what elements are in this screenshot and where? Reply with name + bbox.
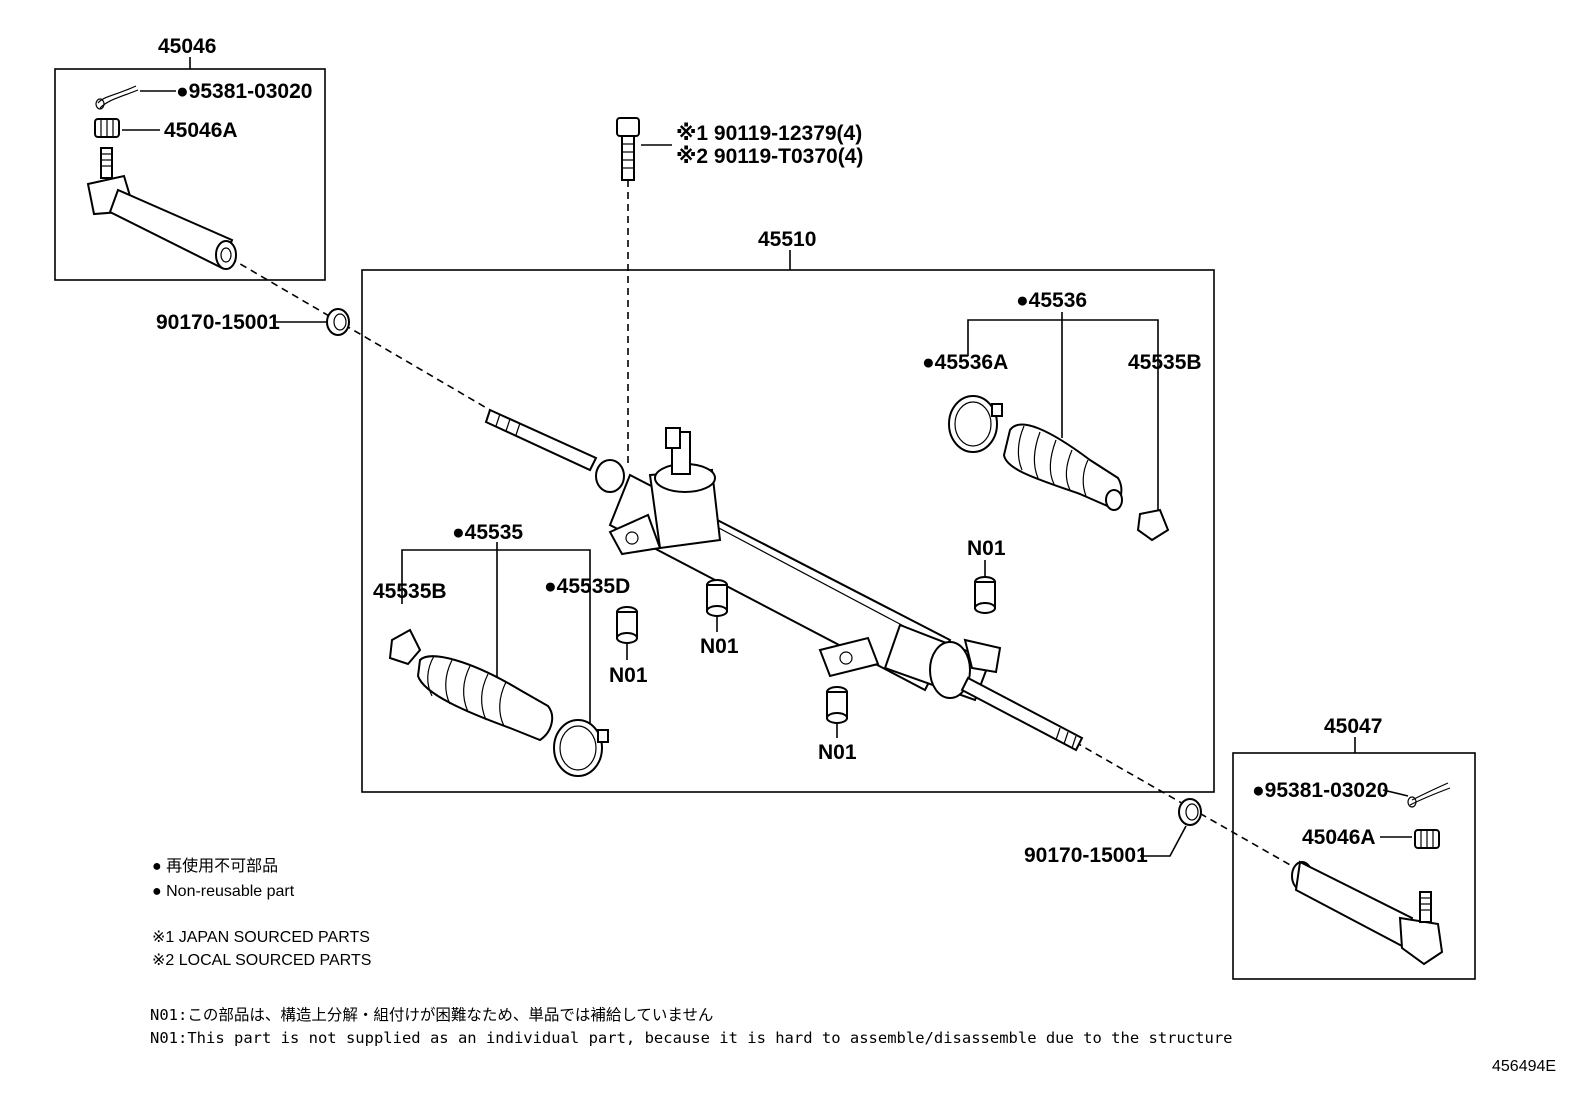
label-tie-rod-end-left: 45046: [158, 35, 216, 58]
label-n01-d: N01: [967, 537, 1006, 560]
tie-rod-end-left-icon: [86, 147, 237, 270]
boot-right-icon: [1002, 423, 1123, 511]
label-boot-kit-right: ●45536: [1016, 289, 1087, 312]
label-bolt-2: ※2 90119-T0370(4): [676, 145, 863, 168]
legend-japan-sourced: ※1 JAPAN SOURCED PARTS: [152, 929, 370, 946]
legend-local-sourced: ※2 LOCAL SOURCED PARTS: [152, 952, 371, 969]
frame-rack-assy: [361, 269, 1215, 793]
frame-tie-rod-end-right: [1232, 752, 1476, 980]
label-n01-b: N01: [700, 635, 739, 658]
label-nut-left: 45046A: [164, 119, 238, 142]
label-rack-assy: 45510: [758, 228, 816, 251]
label-clip-left: 45535B: [373, 580, 447, 603]
bushing-n01-b-icon: [706, 579, 728, 617]
label-lock-nut-left: 90170-15001: [156, 311, 280, 334]
cotter-pin-right-icon: [1407, 782, 1451, 808]
label-lock-nut-right: 90170-15001: [1024, 844, 1148, 867]
bushing-n01-d-icon: [974, 576, 996, 614]
label-n01-a: N01: [609, 664, 648, 687]
note-n01-en: N01:This part is not supplied as an indi…: [150, 1029, 1233, 1047]
label-boot-kit-left: ●45535: [452, 521, 523, 544]
label-nut-right: 45046A: [1302, 826, 1376, 849]
label-clip-right: 45535B: [1128, 351, 1202, 374]
castle-nut-right-icon: [1414, 829, 1440, 849]
lock-nut-left-icon: [326, 308, 350, 336]
label-cotter-pin-right: ●95381-03020: [1252, 779, 1388, 802]
boot-left-icon: [416, 655, 554, 742]
cotter-pin-left-icon: [95, 85, 139, 110]
bushing-n01-a-icon: [616, 606, 638, 644]
lock-nut-right-icon: [1178, 798, 1202, 826]
label-cotter-pin-left: ●95381-03020: [176, 80, 312, 103]
tie-rod-end-right-icon: [1291, 860, 1444, 966]
bushing-n01-c-icon: [826, 686, 848, 724]
castle-nut-left-icon: [94, 118, 120, 138]
label-clamp-left: ●45535D: [544, 575, 630, 598]
boot-clamp-left-icon: [553, 719, 609, 777]
label-tie-rod-end-right: 45047: [1324, 715, 1382, 738]
boot-clamp-right-icon: [948, 395, 1003, 453]
boot-clip-left-icon: [388, 628, 422, 666]
label-clamp-right: ●45536A: [922, 351, 1008, 374]
steering-rack-icon: [484, 408, 1084, 752]
diagram-id: 456494E: [1492, 1058, 1556, 1075]
legend-non-reusable-en: ● Non-reusable part: [152, 883, 295, 900]
bolt-icon: [616, 117, 640, 181]
label-bolt-1: ※1 90119-12379(4): [676, 122, 862, 145]
note-n01-jp: N01:この部品は、構造上分解・組付けが困難なため、単品では補給していません: [150, 1006, 713, 1024]
assembly-axis-left: [229, 257, 491, 411]
label-n01-c: N01: [818, 741, 857, 764]
legend-non-reusable-jp: ● 再使用不可部品: [152, 857, 278, 875]
boot-clip-right-icon: [1136, 508, 1170, 542]
